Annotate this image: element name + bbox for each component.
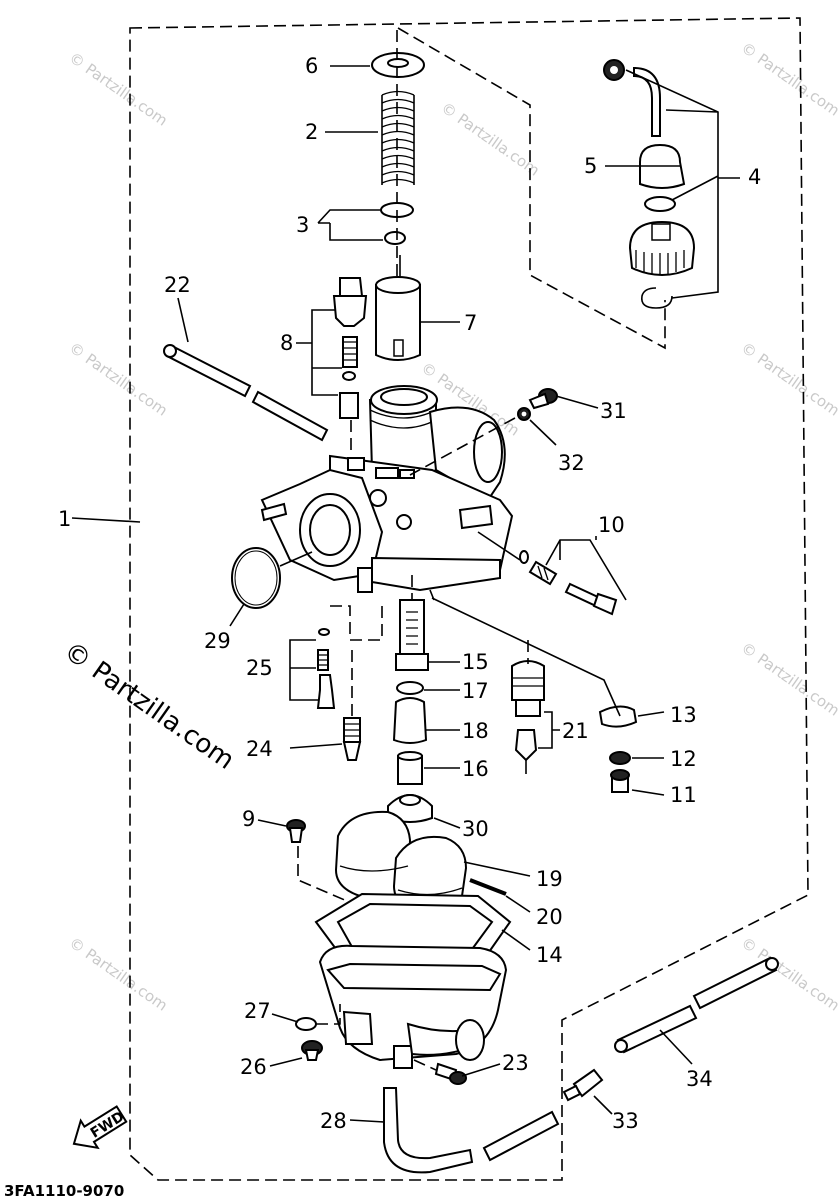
throttle-slide	[375, 255, 421, 361]
callout-24: 24	[246, 737, 273, 761]
vent-tube	[614, 956, 779, 1054]
pilot-screw-set	[332, 277, 368, 419]
needle-jet-stack	[387, 599, 433, 823]
air-screw	[517, 388, 558, 421]
watermark: © Partzilla.com	[738, 339, 840, 420]
callout-11: 11	[670, 783, 697, 807]
part-code: 3FA1110-9070	[4, 1182, 124, 1200]
callout-14: 14	[536, 943, 563, 967]
drain-pipe	[163, 344, 329, 442]
callout-31: 31	[600, 399, 627, 423]
leader-line	[71, 517, 141, 523]
callout-33: 33	[612, 1109, 639, 1133]
watermark: © Partzilla.com	[66, 49, 171, 130]
pilot-jet-set	[316, 628, 362, 761]
seal-ring	[371, 52, 425, 78]
callout-18: 18	[462, 719, 489, 743]
callout-15: 15	[462, 650, 489, 674]
callout-22: 22	[164, 273, 191, 297]
callout-16: 16	[462, 757, 489, 781]
watermark: © Partzilla.com	[66, 339, 171, 420]
idle-screw-set	[519, 550, 618, 616]
float-bowl	[318, 944, 508, 1069]
callout-4: 4	[748, 165, 761, 189]
bowl-screw	[434, 1062, 467, 1085]
callout-1: 1	[58, 507, 71, 531]
throttle-spring	[380, 90, 416, 192]
flange-o-ring	[231, 547, 281, 609]
cap-assembly	[603, 59, 696, 309]
watermark: © Partzilla.com	[738, 639, 840, 720]
alignment-line	[397, 27, 666, 350]
hose-joint	[562, 1068, 604, 1102]
callout-17: 17	[462, 679, 489, 703]
carburetor-body	[260, 385, 514, 593]
float-pin-retainer	[598, 705, 638, 793]
callout-26: 26	[240, 1055, 267, 1079]
assembly-boundary	[129, 17, 809, 1181]
callout-3: 3	[296, 213, 309, 237]
watermark: © Partzilla.com	[66, 934, 171, 1015]
callout-6: 6	[305, 54, 318, 78]
watermark: © Partzilla.com	[738, 39, 840, 120]
callout-9: 9	[242, 807, 255, 831]
callout-28: 28	[320, 1109, 347, 1133]
callout-32: 32	[558, 451, 585, 475]
forward-arrow-icon: FWD	[72, 1105, 128, 1150]
callout-21: 21	[562, 719, 589, 743]
callouts: 1 2 3 4 5 6 7 8 9 10 11 12 13 14 15 16 1…	[58, 54, 761, 1133]
callout-10: 10	[598, 513, 625, 537]
callout-23: 23	[502, 1051, 529, 1075]
callout-25: 25	[246, 656, 273, 680]
callout-29: 29	[204, 629, 231, 653]
float-valve	[511, 660, 545, 774]
drain-hose	[383, 1087, 560, 1174]
callout-12: 12	[670, 747, 697, 771]
float-pin	[469, 878, 507, 896]
watermark: © Partzilla.com	[438, 99, 543, 180]
callout-8: 8	[280, 331, 293, 355]
callout-13: 13	[670, 703, 697, 727]
callout-5: 5	[584, 154, 597, 178]
watermark-main: © Partzilla.com	[58, 636, 240, 776]
drain-plug	[286, 819, 306, 843]
callout-30: 30	[462, 817, 489, 841]
callout-2: 2	[305, 120, 318, 144]
callout-34: 34	[686, 1067, 713, 1091]
callout-20: 20	[536, 905, 563, 929]
callout-19: 19	[536, 867, 563, 891]
callout-27: 27	[244, 999, 271, 1023]
callout-7: 7	[464, 311, 477, 335]
